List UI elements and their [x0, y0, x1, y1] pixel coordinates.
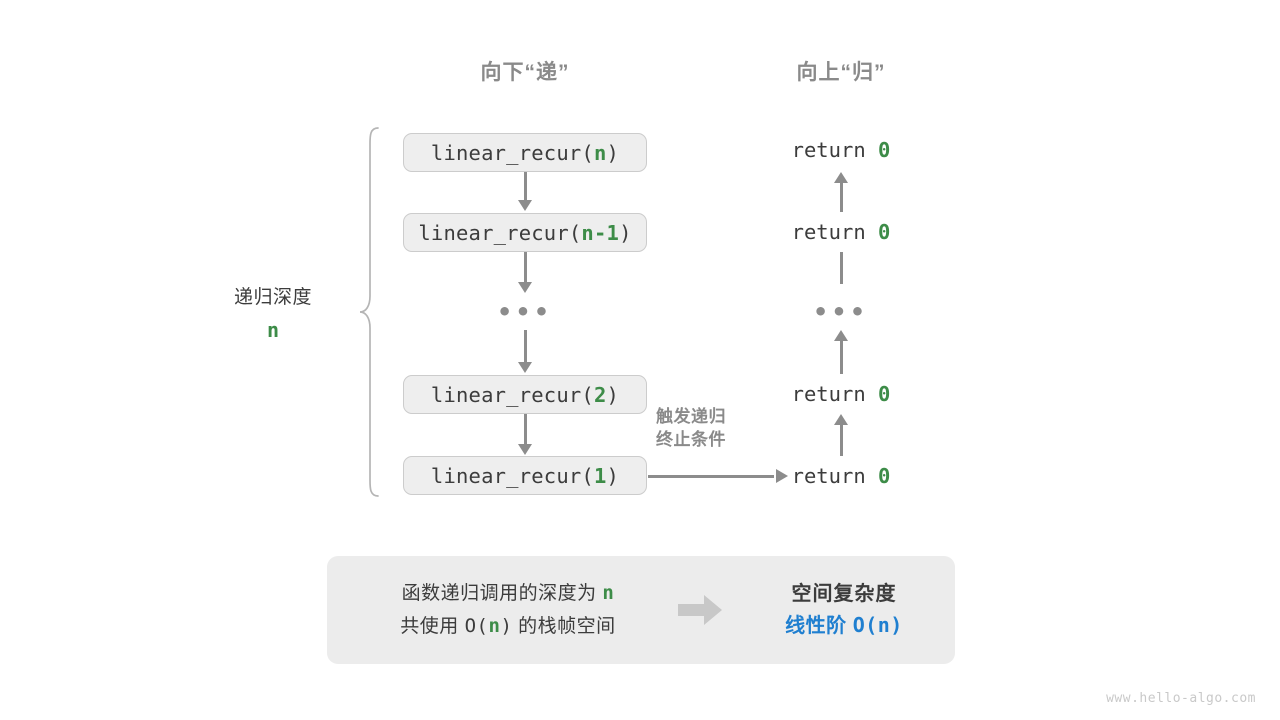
- summary-left-text: 函数递归调用的深度为 n 共使用 O(n) 的栈帧空间: [327, 577, 657, 643]
- down-arrow-4: [515, 414, 535, 456]
- terminate-condition-note: 触发递归 终止条件: [656, 405, 786, 451]
- summary-line2-prefix: 共使用: [400, 616, 459, 637]
- call-frame-arg: n-1: [581, 220, 620, 245]
- terminate-arrow: [648, 468, 788, 484]
- recursion-depth-label: 递归深度: [233, 287, 312, 308]
- return-value: 0: [878, 138, 891, 162]
- call-frame-box[interactable]: linear_recur(n): [403, 133, 647, 172]
- call-frame-suffix: ): [606, 463, 620, 488]
- call-frame-arg: 1: [593, 463, 607, 488]
- summary-line-1: 函数递归调用的深度为 n: [359, 577, 657, 610]
- return-value: 0: [878, 382, 891, 406]
- return-keyword: return: [791, 382, 879, 406]
- space-complexity-value: 线性阶 O(n): [743, 610, 945, 642]
- call-frame-suffix: ): [606, 140, 620, 165]
- complexity-bigo: O(n): [852, 612, 903, 637]
- up-arrow-3: [831, 330, 851, 374]
- return-value: 0: [878, 464, 891, 488]
- call-frame-prefix: linear_recur(: [430, 382, 594, 407]
- return-statement: return 0: [731, 382, 951, 406]
- summary-line2-bigo-var: n: [488, 615, 501, 637]
- return-statement: return 0: [731, 464, 951, 488]
- header-recurse-down: 向下“递”: [480, 61, 570, 84]
- up-arrow-2: [831, 252, 851, 294]
- terminate-note-line2: 终止条件: [656, 430, 726, 449]
- call-stack-ellipsis: •••: [497, 298, 553, 326]
- complexity-summary-panel: 函数递归调用的深度为 n 共使用 O(n) 的栈帧空间 空间复杂度 线性阶 O(…: [327, 556, 955, 664]
- right-block-arrow-icon: [678, 595, 722, 625]
- return-value: 0: [878, 220, 891, 244]
- summary-right-text: 空间复杂度 线性阶 O(n): [743, 579, 955, 642]
- down-arrow-3: [515, 330, 535, 374]
- summary-line1-var: n: [602, 582, 615, 604]
- complexity-order-name: 线性阶: [785, 614, 847, 637]
- recursion-depth-brace: [359, 127, 379, 497]
- terminate-note-line1: 触发递归: [656, 407, 726, 426]
- call-frame-box[interactable]: linear_recur(n-1): [403, 213, 647, 252]
- down-arrow-1: [515, 172, 535, 212]
- summary-line2-suffix: 的栈帧空间: [518, 616, 616, 637]
- up-arrow-1: [831, 172, 851, 212]
- site-watermark: www.hello-algo.com: [1106, 691, 1256, 706]
- call-frame-prefix: linear_recur(: [430, 463, 594, 488]
- call-frame-suffix: ): [606, 382, 620, 407]
- call-frame-box[interactable]: linear_recur(2): [403, 375, 647, 414]
- call-frame-prefix: linear_recur(: [418, 220, 582, 245]
- summary-line-2: 共使用 O(n) 的栈帧空间: [359, 610, 657, 643]
- return-keyword: return: [791, 464, 879, 488]
- call-frame-box[interactable]: linear_recur(1): [403, 456, 647, 495]
- call-frame-arg: n: [593, 140, 607, 165]
- summary-line1-text: 函数递归调用的深度为: [401, 583, 597, 604]
- down-arrow-2: [515, 252, 535, 294]
- recursion-depth-value: n: [266, 318, 280, 342]
- call-frame-prefix: linear_recur(: [430, 140, 594, 165]
- summary-line2-bigo-open: O(: [464, 615, 489, 637]
- return-ellipsis: •••: [813, 298, 869, 326]
- up-arrow-4: [831, 414, 851, 456]
- summary-arrow-wrapper: [657, 593, 743, 627]
- summary-line2-bigo-close: ): [500, 615, 513, 637]
- space-complexity-title: 空间复杂度: [791, 582, 897, 605]
- call-frame-arg: 2: [593, 382, 607, 407]
- call-frame-suffix: ): [619, 220, 632, 245]
- return-statement: return 0: [731, 220, 951, 244]
- return-statement: return 0: [731, 138, 951, 162]
- return-keyword: return: [791, 138, 879, 162]
- header-return-up: 向上“归”: [796, 61, 886, 84]
- return-keyword: return: [791, 220, 879, 244]
